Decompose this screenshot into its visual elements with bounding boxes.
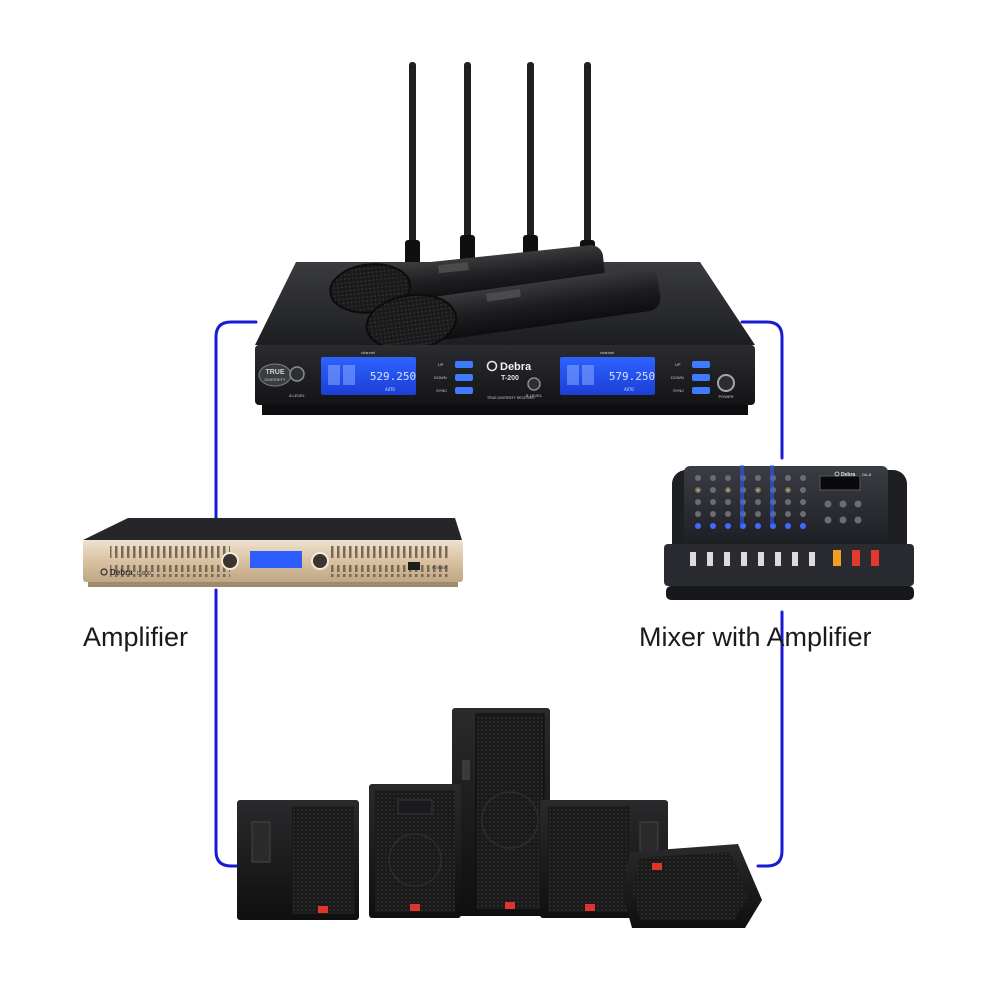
handheld-microphones xyxy=(329,245,661,351)
speaker-logo-icon xyxy=(585,904,595,911)
power-amplifier: Debra D-800 POWER xyxy=(83,518,463,587)
btn-left-up-label: UP xyxy=(438,362,444,367)
badge-line1: TRUE xyxy=(265,369,284,376)
right-button-group: UP DOWN SYNC xyxy=(671,361,710,394)
power-button[interactable] xyxy=(717,374,735,392)
true-diversity-badge: TRUE DIVERSITY xyxy=(258,363,292,387)
lcd-display-right: 579.250 AUTO xyxy=(560,357,655,395)
btn-right-up-label: UP xyxy=(675,362,681,367)
connector-receiver-to-amplifier xyxy=(214,320,258,520)
level-label-a: A LEVEL xyxy=(289,393,306,398)
antennas xyxy=(405,62,595,270)
connector-receiver-to-mixer xyxy=(740,320,784,460)
speaker-logo-icon xyxy=(410,904,420,911)
speaker-logo-icon xyxy=(318,906,328,913)
power-label: POWER xyxy=(718,394,733,399)
amplifier-power-switch[interactable] xyxy=(408,562,420,570)
btn-left-up[interactable] xyxy=(455,361,473,368)
mixer-model: DA-8 xyxy=(862,472,872,477)
mixer-with-amplifier-label: Mixer with Amplifier xyxy=(639,622,872,652)
btn-right-down-label: DOWN xyxy=(671,375,684,380)
connector-amplifier-to-speakers xyxy=(214,588,242,868)
speaker-left-sub xyxy=(237,800,359,920)
lcd-left-frequency: 529.250 xyxy=(370,370,416,383)
debra-logo-icon-mixer xyxy=(834,471,840,477)
receiver-rear-caption: TRUE DIVERSITY RECEIVER xyxy=(487,396,535,400)
level-knob-a[interactable] xyxy=(289,366,305,382)
connector-lines xyxy=(214,320,784,868)
powered-mixer: Debra DA-8 xyxy=(664,465,914,600)
mixer-brand: Debra xyxy=(841,472,855,478)
level-knob-b[interactable] xyxy=(527,377,541,391)
receiver-brand-name: Debra xyxy=(500,361,532,373)
btn-left-sync-label: SYNC xyxy=(436,388,447,393)
mixer-display xyxy=(819,475,861,491)
lcd-display-left: 529.250 AUTO xyxy=(321,357,416,395)
amplifier-brand: Debra xyxy=(110,568,133,577)
level-label-b: B LEVEL xyxy=(526,393,543,398)
lcd-right-frequency: 579.250 xyxy=(609,370,655,383)
connector-mixer-to-speakers xyxy=(756,610,784,868)
amplifier-display xyxy=(250,551,302,568)
debra-logo-icon xyxy=(486,360,498,372)
debra-logo-icon-amp xyxy=(100,568,108,576)
amplifier-label: Amplifier xyxy=(83,622,189,652)
mixer-faders[interactable] xyxy=(690,552,815,566)
btn-right-down[interactable] xyxy=(692,374,710,381)
btn-left-down[interactable] xyxy=(455,374,473,381)
btn-right-up[interactable] xyxy=(692,361,710,368)
left-button-group: UP DOWN SYNC xyxy=(434,361,473,394)
mixer-master-faders[interactable] xyxy=(833,550,879,566)
lcd-left-sub: AUTO xyxy=(385,387,395,392)
speaker-left-mid xyxy=(369,784,461,918)
btn-right-sync[interactable] xyxy=(692,387,710,394)
lcd-left-channel-label: channel xyxy=(361,350,375,355)
btn-right-sync-label: SYNC xyxy=(673,388,684,393)
amplifier-power-label: POWER xyxy=(432,565,447,570)
lcd-right-channel-label: channel xyxy=(600,350,614,355)
badge-line2: DIVERSITY xyxy=(264,377,285,382)
receiver-brand: Debra T-200 TRUE DIVERSITY RECEIVER xyxy=(486,360,535,400)
btn-left-down-label: DOWN xyxy=(434,375,447,380)
speaker-floor-monitor xyxy=(622,844,762,928)
amplifier-knob-left[interactable] xyxy=(221,552,239,570)
speaker-logo-icon xyxy=(652,863,662,870)
wireless-receiver: TRUE DIVERSITY A LEVEL 529.250 AUTO chan… xyxy=(255,62,755,415)
mixer-channel-knobs xyxy=(695,465,806,529)
btn-left-sync[interactable] xyxy=(455,387,473,394)
speaker-tall-center xyxy=(452,708,550,916)
amplifier-knob-right[interactable] xyxy=(311,552,329,570)
speaker-logo-icon xyxy=(505,902,515,909)
lcd-right-sub: AUTO xyxy=(624,387,634,392)
receiver-model: T-200 xyxy=(501,375,519,382)
speaker-group xyxy=(237,708,762,928)
amplifier-model: D-800 xyxy=(137,571,151,577)
